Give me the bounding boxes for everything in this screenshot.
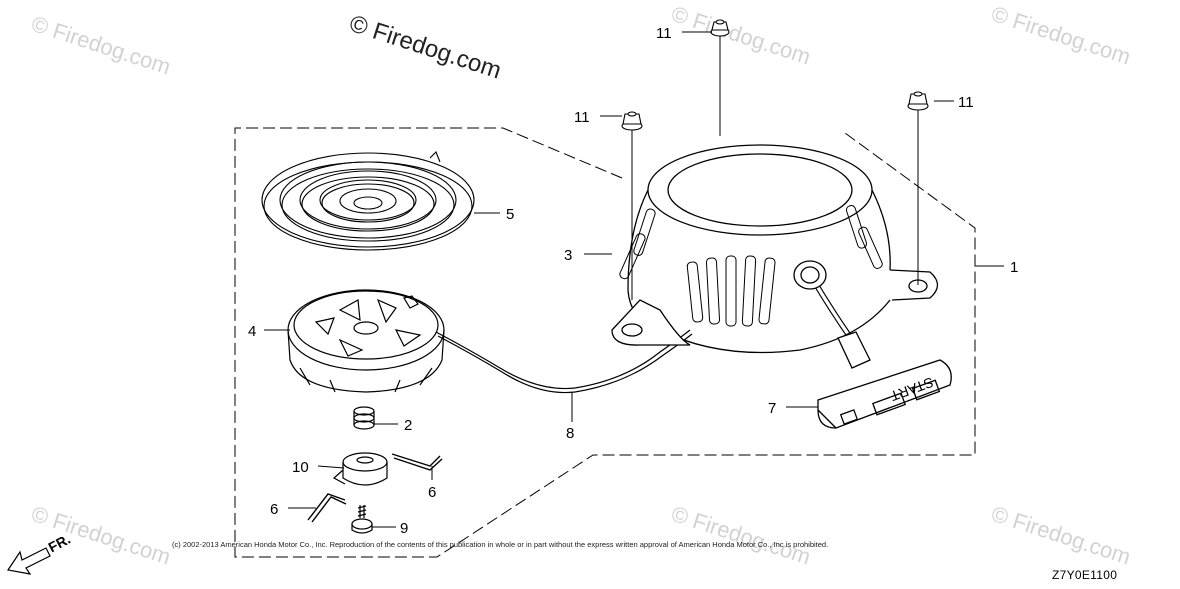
assembly-boundary	[234, 127, 976, 558]
setting-bolt	[351, 505, 373, 534]
callout-9: 9	[400, 520, 408, 537]
watermark-top-left: © Firedog.com	[28, 11, 173, 79]
callout-5: 5	[506, 206, 514, 223]
callout-6-right: 6	[428, 484, 436, 501]
callout-2: 2	[404, 417, 412, 434]
ratchet	[332, 452, 388, 486]
flange-nut-right	[907, 91, 929, 111]
watermark-main: © Firedog.com	[346, 10, 504, 84]
watermark-bottom-right: © Firedog.com	[988, 501, 1133, 569]
callout-11-top: 11	[656, 25, 672, 42]
watermark-bottom-left: © Firedog.com	[28, 501, 173, 569]
callout-1: 1	[1010, 259, 1018, 276]
ratchet-guide-pin-right	[391, 453, 443, 471]
callout-6-left: 6	[270, 501, 278, 518]
recoil-reel	[287, 289, 445, 393]
starter-case	[611, 144, 939, 354]
copyright-notice: (c) 2002-2013 American Honda Motor Co., …	[172, 540, 829, 549]
starter-grip	[817, 331, 952, 429]
ratchet-guide-pin-left	[307, 493, 347, 523]
ratchet-spring	[353, 406, 375, 430]
callout-8: 8	[566, 425, 574, 442]
callout-10: 10	[292, 459, 309, 476]
watermark-bottom-center: © Firedog.com	[668, 501, 813, 569]
recoil-spring	[261, 151, 475, 251]
callout-11-right: 11	[958, 94, 974, 111]
flange-nut-left	[621, 111, 643, 131]
callout-3: 3	[564, 247, 572, 264]
diagram-code: Z7Y0E1100	[1052, 568, 1118, 582]
callout-11-left: 11	[574, 109, 590, 126]
nut-leader-lines	[631, 36, 919, 300]
callout-leaders	[264, 31, 1004, 528]
callout-4: 4	[248, 323, 256, 340]
watermark-top-center: © Firedog.com	[668, 1, 813, 69]
callout-7: 7	[768, 400, 776, 417]
flange-nut-top	[710, 19, 730, 37]
case-vents	[619, 205, 883, 327]
watermark-tiles: © Firedog.com © Firedog.com © Firedog.co…	[28, 1, 1133, 569]
watermark-top-right: © Firedog.com	[988, 1, 1133, 69]
front-direction-arrow-icon	[6, 547, 51, 575]
